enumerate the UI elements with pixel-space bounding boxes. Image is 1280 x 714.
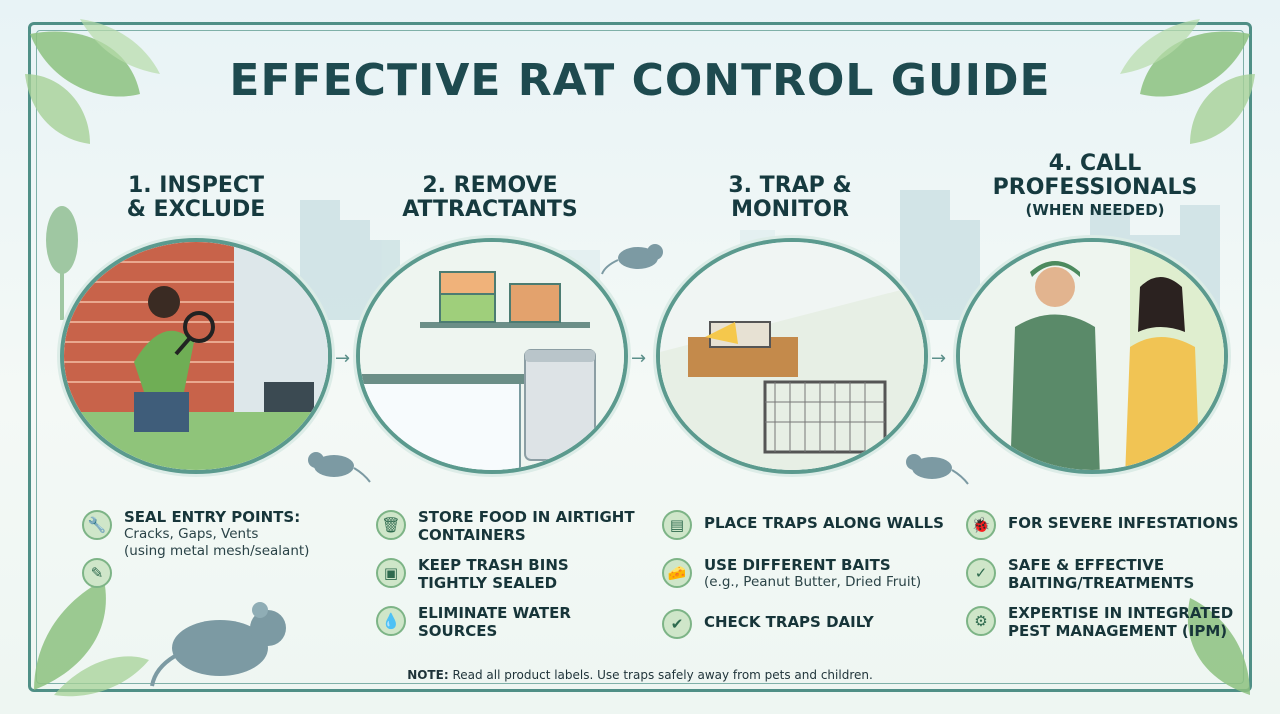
leaf-bottom-left-icon — [34, 580, 149, 697]
tip-safe-line2: BAITING/TREATMENTS — [1008, 574, 1195, 592]
step-1-tips: 🔧 SEAL ENTRY POINTS: Cracks, Gaps, Vents… — [82, 508, 309, 600]
rat-icon-2 — [308, 452, 371, 483]
safety-note: NOTE: Read all product labels. Use traps… — [0, 668, 1280, 682]
sealed-bin-icon: ▣ — [376, 558, 406, 588]
tip-ipm-line1: EXPERTISE IN INTEGRATED — [1008, 604, 1234, 622]
tip-seal-title: SEAL ENTRY POINTS: — [124, 508, 301, 526]
step-4-title-line1: 4. CALL — [1048, 151, 1142, 176]
note-text: Read all product labels. Use traps safel… — [448, 668, 873, 682]
step-2-illustration — [356, 238, 628, 474]
step-4-illustration — [956, 238, 1228, 474]
inner-frame — [36, 30, 1244, 684]
leaf-top-left-icon — [25, 19, 160, 144]
rat-large-icon — [150, 602, 286, 687]
shield-check-icon: ✓ — [966, 558, 996, 588]
tip-safe-line1: SAFE & EFFECTIVE — [1008, 556, 1165, 574]
step-2-title-line1: 2. REMOVE — [422, 173, 558, 198]
tip-severe: 🐞 FOR SEVERE INFESTATIONS — [966, 508, 1239, 540]
tip-place-traps-text: PLACE TRAPS ALONG WALLS — [704, 514, 944, 532]
step-3-title: 3. TRAP & MONITOR — [670, 174, 910, 222]
tip-seal-entry: 🔧 SEAL ENTRY POINTS: Cracks, Gaps, Vents… — [82, 508, 309, 560]
step-4-tips: 🐞 FOR SEVERE INFESTATIONS ✓ SAFE & EFFEC… — [966, 508, 1239, 652]
step-1-illustration — [60, 238, 332, 474]
rat-icon-3 — [906, 454, 969, 485]
step-2-tips: 🗑 STORE FOOD IN AIRTIGHT CONTAINERS ▣ KE… — [376, 508, 635, 652]
note-label: NOTE: — [407, 668, 449, 682]
arrow-3-icon: → — [931, 348, 947, 369]
cheese-icon: 🧀 — [662, 558, 692, 588]
tip-water: 💧 ELIMINATE WATER SOURCES — [376, 604, 635, 640]
tip-baits: 🧀 USE DIFFERENT BAITS (e.g., Peanut Butt… — [662, 556, 944, 591]
calendar-check-icon: ✔ — [662, 609, 692, 639]
step-4-title: 4. CALL PROFESSIONALS (WHEN NEEDED) — [975, 152, 1215, 220]
tip-trash-line1: KEEP TRASH BINS — [418, 556, 569, 574]
outer-frame — [28, 22, 1252, 692]
bug-icon: 🐞 — [966, 510, 996, 540]
step-4-title-sub: (WHEN NEEDED) — [1025, 201, 1165, 219]
step-2-title: 2. REMOVE ATTRACTANTS — [370, 174, 610, 222]
step-3-tips: ▤ PLACE TRAPS ALONG WALLS 🧀 USE DIFFEREN… — [662, 508, 944, 651]
leaf-bottom-right-icon — [1187, 598, 1250, 695]
tip-baits-line1: USE DIFFERENT BAITS — [704, 556, 891, 574]
step-3-title-line1: 3. TRAP & — [728, 173, 852, 198]
step-4-title-line2: PROFESSIONALS — [992, 175, 1198, 200]
tip-baits-line2: (e.g., Peanut Butter, Dried Fruit) — [704, 574, 922, 590]
tip-ipm-line2: PEST MANAGEMENT (IPM) — [1008, 622, 1228, 640]
caulk-gun-icon: ✎ — [82, 558, 112, 588]
tip-store-food-line2: CONTAINERS — [418, 526, 526, 544]
step-1-title-line2: & EXCLUDE — [126, 197, 266, 222]
tip-seal-line3: (using metal mesh/sealant) — [124, 543, 310, 559]
tip-store-food: 🗑 STORE FOOD IN AIRTIGHT CONTAINERS — [376, 508, 635, 544]
tip-water-line1: ELIMINATE WATER — [418, 604, 571, 622]
tip-store-food-line1: STORE FOOD IN AIRTIGHT — [418, 508, 635, 526]
leaf-top-right-icon — [1120, 19, 1255, 144]
step-2-title-line2: ATTRACTANTS — [402, 197, 578, 222]
tip-safe: ✓ SAFE & EFFECTIVE BAITING/TREATMENTS — [966, 556, 1239, 592]
arrow-2-icon: → — [631, 348, 647, 369]
tip-check-traps: ✔ CHECK TRAPS DAILY — [662, 607, 944, 639]
arrow-1-icon: → — [335, 348, 351, 369]
rat-icon — [601, 244, 663, 275]
tip-trash-bins: ▣ KEEP TRASH BINS TIGHTLY SEALED — [376, 556, 635, 592]
tip-ipm: ⚙ EXPERTISE IN INTEGRATED PEST MANAGEMEN… — [966, 604, 1239, 640]
tip-seal-line2: Cracks, Gaps, Vents — [124, 526, 259, 542]
step-1-title-line1: 1. INSPECT — [127, 173, 265, 198]
tip-severe-text: FOR SEVERE INFESTATIONS — [1008, 514, 1239, 532]
tip-trash-line2: TIGHTLY SEALED — [418, 574, 558, 592]
wrench-icon: 🔧 — [82, 510, 112, 540]
water-drop-icon: 💧 — [376, 606, 406, 636]
step-3-illustration — [656, 238, 928, 474]
tip-place-traps: ▤ PLACE TRAPS ALONG WALLS — [662, 508, 944, 540]
mousetrap-icon: ▤ — [662, 510, 692, 540]
tip-caulk: ✎ — [82, 556, 309, 588]
tip-water-line2: SOURCES — [418, 622, 498, 640]
gear-icon: ⚙ — [966, 606, 996, 636]
step-1-title: 1. INSPECT & EXCLUDE — [76, 174, 316, 222]
trash-bin-icon: 🗑 — [376, 510, 406, 540]
tip-check-traps-text: CHECK TRAPS DAILY — [704, 613, 874, 631]
page-title: EFFECTIVE RAT CONTROL GUIDE — [229, 55, 1051, 106]
step-3-title-line2: MONITOR — [731, 197, 849, 222]
